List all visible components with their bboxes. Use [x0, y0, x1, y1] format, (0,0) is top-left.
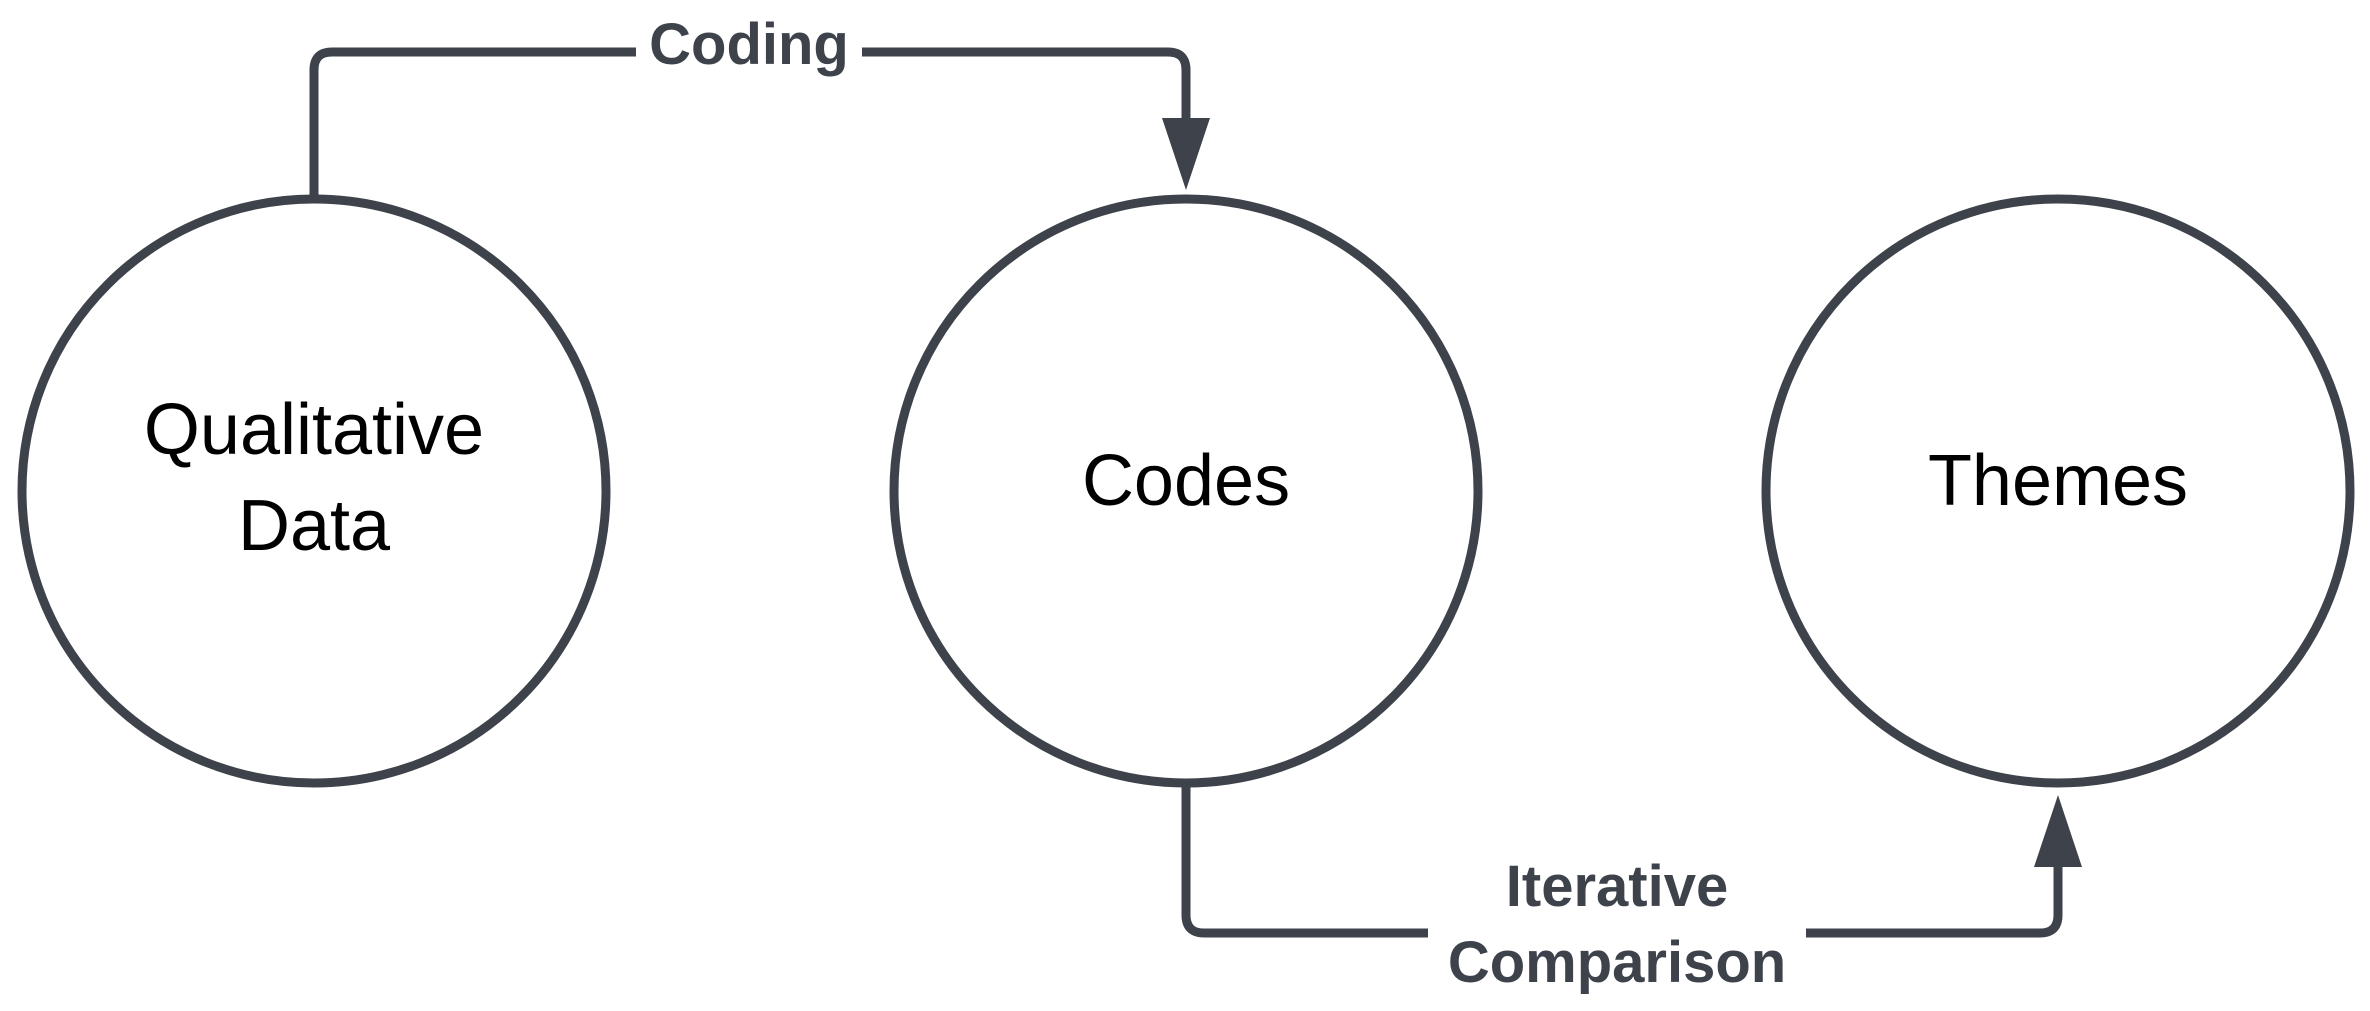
node-qualitative-data-label-line-2: Data [238, 486, 391, 566]
edge-iterative-comparison-label-line-2: Comparison [1448, 930, 1786, 995]
edge-iterative-comparison-label-bg [1428, 852, 1806, 1002]
edge-iterative-comparison-label-line-1: Iterative [1506, 854, 1728, 919]
node-qualitative-data: Qualitative Data [17, 194, 611, 788]
node-codes: Codes [889, 194, 1483, 788]
node-themes-circle [1761, 194, 2355, 788]
edge-iterative-comparison: Iterative Comparison [1181, 786, 2082, 1002]
node-themes-label: Themes [1928, 441, 2188, 521]
edge-coding-label-bg [636, 12, 862, 86]
node-qualitative-data-label-line-1: Qualitative [144, 390, 484, 470]
node-codes-circle [889, 194, 1483, 788]
edge-iterative-comparison-arrowhead [2034, 795, 2082, 867]
node-themes: Themes [1761, 194, 2355, 788]
edge-coding: Coding [309, 12, 1210, 198]
node-qualitative-data-circle [17, 194, 611, 788]
node-codes-label: Codes [1082, 441, 1290, 521]
edge-coding-label: Coding [649, 12, 849, 77]
edge-coding-arrowhead [1162, 118, 1210, 190]
